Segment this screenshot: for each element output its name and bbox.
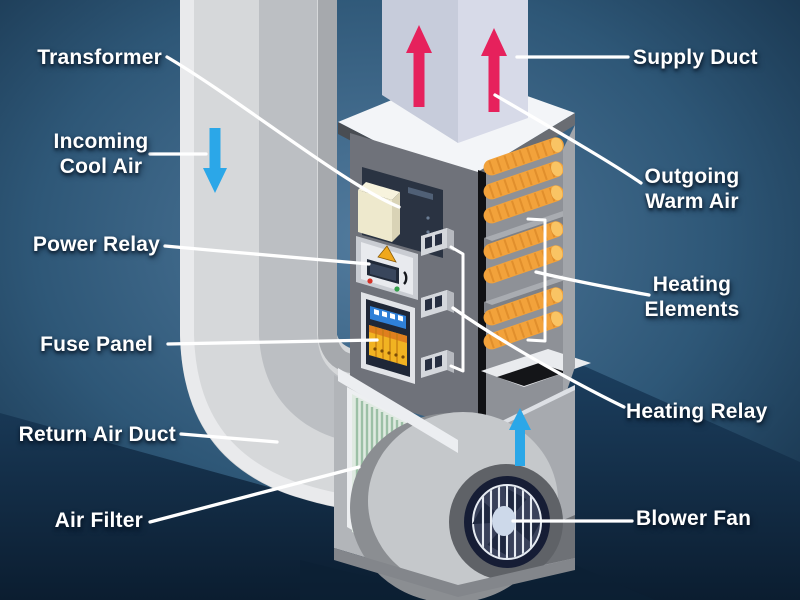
fuse-panel: [361, 292, 415, 384]
bracket-heating-relay: [449, 245, 465, 373]
leader-lines: [148, 55, 651, 524]
bracket-heating-elements: [526, 217, 547, 343]
green-indicator: [394, 286, 400, 292]
transformer: [358, 167, 443, 258]
fan-hub: [492, 506, 516, 536]
furnace-lower-cabinet: [334, 368, 575, 600]
power-relay: [356, 236, 418, 300]
label-outgoing-warm-air: Outgoing Warm Air: [644, 165, 740, 213]
red-indicator: [367, 278, 373, 284]
label-heating-relay: Heating Relay: [626, 400, 768, 423]
label-air-filter: Air Filter: [54, 509, 143, 532]
label-transformer: Transformer: [37, 46, 162, 69]
label-blower-fan: Blower Fan: [636, 507, 752, 530]
up-arrow-icon: [406, 25, 432, 107]
label-incoming-cool-air: Incoming Cool Air: [53, 130, 149, 178]
leader-fuse-panel: [166, 338, 379, 346]
warning-triangle-icon: [377, 245, 397, 263]
up-arrow-icon: [509, 408, 531, 466]
furnace-right-wall: [563, 125, 575, 402]
leader-heating-elements: [534, 270, 651, 297]
label-power-relay: Power Relay: [32, 233, 160, 256]
leader-outgoing-warm-air: [493, 93, 643, 185]
leader-transformer: [165, 55, 401, 209]
blower-fan: [350, 412, 563, 600]
leader-power-relay: [163, 244, 371, 266]
label-return-air-duct: Return Air Duct: [18, 423, 176, 446]
leader-heating-relay: [451, 306, 626, 409]
label-supply-duct: Supply Duct: [633, 46, 758, 69]
up-arrow-icon: [481, 28, 507, 112]
supply-duct: [382, 0, 528, 143]
down-arrow-icon: [203, 128, 227, 193]
label-fuse-panel: Fuse Panel: [40, 333, 153, 356]
leader-air-filter: [148, 465, 361, 524]
label-heating-elements: Heating Elements: [644, 273, 740, 321]
leader-return-air-duct: [179, 432, 279, 444]
